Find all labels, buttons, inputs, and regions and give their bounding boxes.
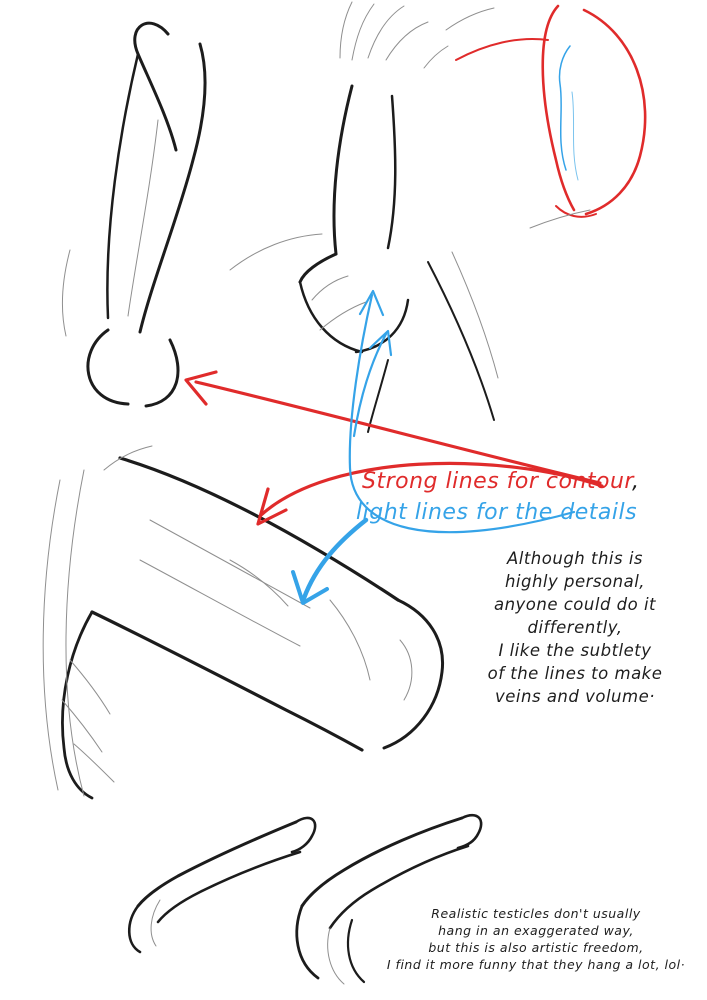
figure-sketch-middle xyxy=(42,445,445,800)
contour-arrow-curved xyxy=(256,461,604,526)
details-label: light lines for the details xyxy=(356,500,638,525)
figure-sketch-bottom-right xyxy=(295,813,483,985)
humor-note: Realistic testicles don't usually hang i… xyxy=(386,906,686,972)
contour-label: Strong lines for contour, xyxy=(362,469,639,494)
personal-note: Although this is highly personal, anyone… xyxy=(487,549,663,706)
contour-arrow-straight xyxy=(184,370,602,485)
contour-demo-sketch xyxy=(423,4,647,229)
details-arrow-long xyxy=(348,289,576,534)
annotation-arrows xyxy=(184,289,604,605)
figure-sketch-top-left xyxy=(62,21,207,408)
details-arrow-down xyxy=(291,517,369,605)
contour-label-text: Strong lines for contour xyxy=(362,469,632,494)
contour-label-comma: , xyxy=(631,469,640,494)
details-arrow-branch xyxy=(352,329,393,438)
figure-sketch-bottom-left xyxy=(127,816,317,954)
figure-sketch-top-center xyxy=(229,1,499,433)
